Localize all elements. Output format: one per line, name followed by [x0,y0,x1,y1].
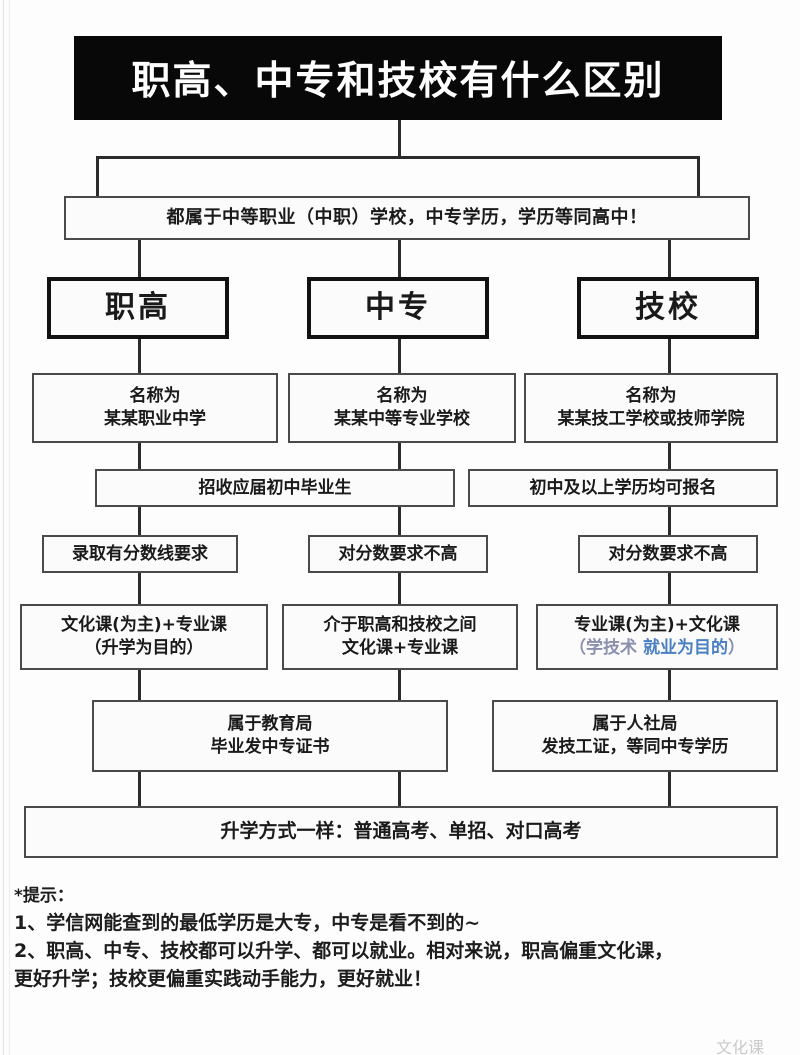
connector-title-bracket-left [96,156,99,198]
courses-line-2: 文化课+专业课 [341,638,459,658]
naming-line-1: 名称为 [129,386,181,407]
page-title: 职高、中专和技校有什么区别 [74,36,722,120]
score-text: 对分数要求不高 [608,543,728,564]
courses-line-1: 文化课(为主)+专业课 [61,615,227,636]
connector-cat3-naming [668,339,671,375]
category-box-jixiao[interactable]: 技校 [577,277,759,339]
courses-box-jixiao: 专业课(为主)+文化课 （学技术 就业为目的） [536,604,778,670]
category-box-zhongzhuan[interactable]: 中专 [307,277,489,339]
category-label-jixiao: 技校 [635,289,701,325]
connector-cat2-naming [398,339,401,375]
notes-item-2-line-1: 2、职高、中专、技校都可以升学、都可以就业。相对来说，职高偏重文化课， [14,940,674,963]
courses-line-2-highlight: 就业为目的 [642,638,728,658]
authority-box-left: 属于教育局 毕业发中专证书 [92,700,448,772]
courses-box-zhigao: 文化课(为主)+专业课 （升学为目的） [20,604,268,670]
shared-note-text: 都属于中等职业（中职）学校，中专学历，学历等同高中！ [166,206,648,228]
authority-line-1: 属于教育局 [227,714,313,735]
category-box-zhigao[interactable]: 职高 [47,277,229,339]
pathway-banner-box: 升学方式一样：普通高考、单招、对口高考 [24,806,778,858]
connector-admission-score-1 [138,507,141,537]
connector-admission-score-2 [398,507,401,537]
score-text: 对分数要求不高 [338,543,458,564]
admission-text: 初中及以上学历均可报名 [529,477,717,498]
courses-line-2-prefix: （学技术 [569,638,643,658]
connector-cat1-naming [138,339,141,375]
notes-heading: *提示： [14,886,74,906]
courses-line-1: 专业课(为主)+文化课 [574,615,740,636]
category-label-zhigao: 职高 [105,289,171,325]
connector-admission-score-3 [668,507,671,537]
admission-box-right: 初中及以上学历均可报名 [468,469,778,507]
naming-line-2: 某某职业中学 [104,409,206,429]
authority-box-right: 属于人社局 发技工证，等同中专学历 [492,700,778,772]
connector-to-cat-1 [138,240,141,278]
courses-line-2: （学技术 就业为目的） [569,637,745,660]
score-box-jixiao: 对分数要求不高 [578,535,758,573]
connector-title-bracket-right [697,156,700,198]
category-label-zhongzhuan: 中专 [365,289,431,325]
connector-to-cat-3 [668,240,671,278]
score-box-zhigao: 录取有分数线要求 [42,535,238,573]
connector-authority-banner-3 [668,772,671,808]
connector-to-cat-2 [398,240,401,278]
authority-line-2: 毕业发中专证书 [210,737,330,757]
courses-line-1: 介于职高和技校之间 [323,615,477,636]
connector-score-courses-2 [398,573,401,606]
pathway-banner-text: 升学方式一样：普通高考、单招、对口高考 [220,820,582,843]
naming-line-2: 某某中等专业学校 [334,409,470,429]
naming-line-1: 名称为 [376,386,428,407]
edge-scanline-left-2 [9,0,10,1055]
connector-authority-banner-1 [138,772,141,808]
shared-note-box: 都属于中等职业（中职）学校，中专学历，学历等同高中！ [64,196,750,240]
naming-line-2: 某某技工学校或技师学院 [557,409,745,429]
authority-line-1: 属于人社局 [592,714,678,735]
score-box-zhongzhuan: 对分数要求不高 [308,535,488,573]
connector-authority-banner-2 [398,772,401,808]
connector-courses-authority-1 [138,670,141,702]
connector-score-courses-1 [138,573,141,606]
connector-naming1-admission [138,443,141,471]
admission-text: 招收应届初中毕业生 [198,477,352,498]
naming-box-jixiao: 名称为 某某技工学校或技师学院 [524,373,778,443]
notes-item-2-line-2: 更好升学；技校更偏重实践动手能力，更好就业！ [14,968,433,991]
courses-box-zhongzhuan: 介于职高和技校之间 文化课+专业课 [282,604,518,670]
connector-title-stem [398,120,401,158]
footer-notes: *提示： 1、学信网能查到的最低学历是大专，中专是看不到的~ 2、职高、中专、技… [14,884,792,1055]
authority-line-2: 发技工证，等同中专学历 [541,737,729,757]
notes-watermark: 文化课 [715,1038,764,1055]
connector-naming2-admission [398,443,401,471]
connector-naming3-admission [668,443,671,471]
page-title-text: 职高、中专和技校有什么区别 [131,59,665,104]
admission-box-left: 招收应届初中毕业生 [95,469,455,507]
connector-title-bracket [96,156,700,159]
score-text: 录取有分数线要求 [72,543,208,564]
connector-courses-authority-3 [668,670,671,702]
connector-courses-authority-2 [398,670,401,702]
naming-box-zhongzhuan: 名称为 某某中等专业学校 [288,373,516,443]
edge-scanline-left [3,0,4,1055]
notes-item-1: 1、学信网能查到的最低学历是大专，中专是看不到的~ [14,912,481,935]
courses-line-2-suffix: ） [727,638,745,658]
naming-line-1: 名称为 [625,386,677,407]
courses-line-2: （升学为目的） [84,638,204,658]
naming-box-zhigao: 名称为 某某职业中学 [32,373,278,443]
connector-score-courses-3 [668,573,671,606]
